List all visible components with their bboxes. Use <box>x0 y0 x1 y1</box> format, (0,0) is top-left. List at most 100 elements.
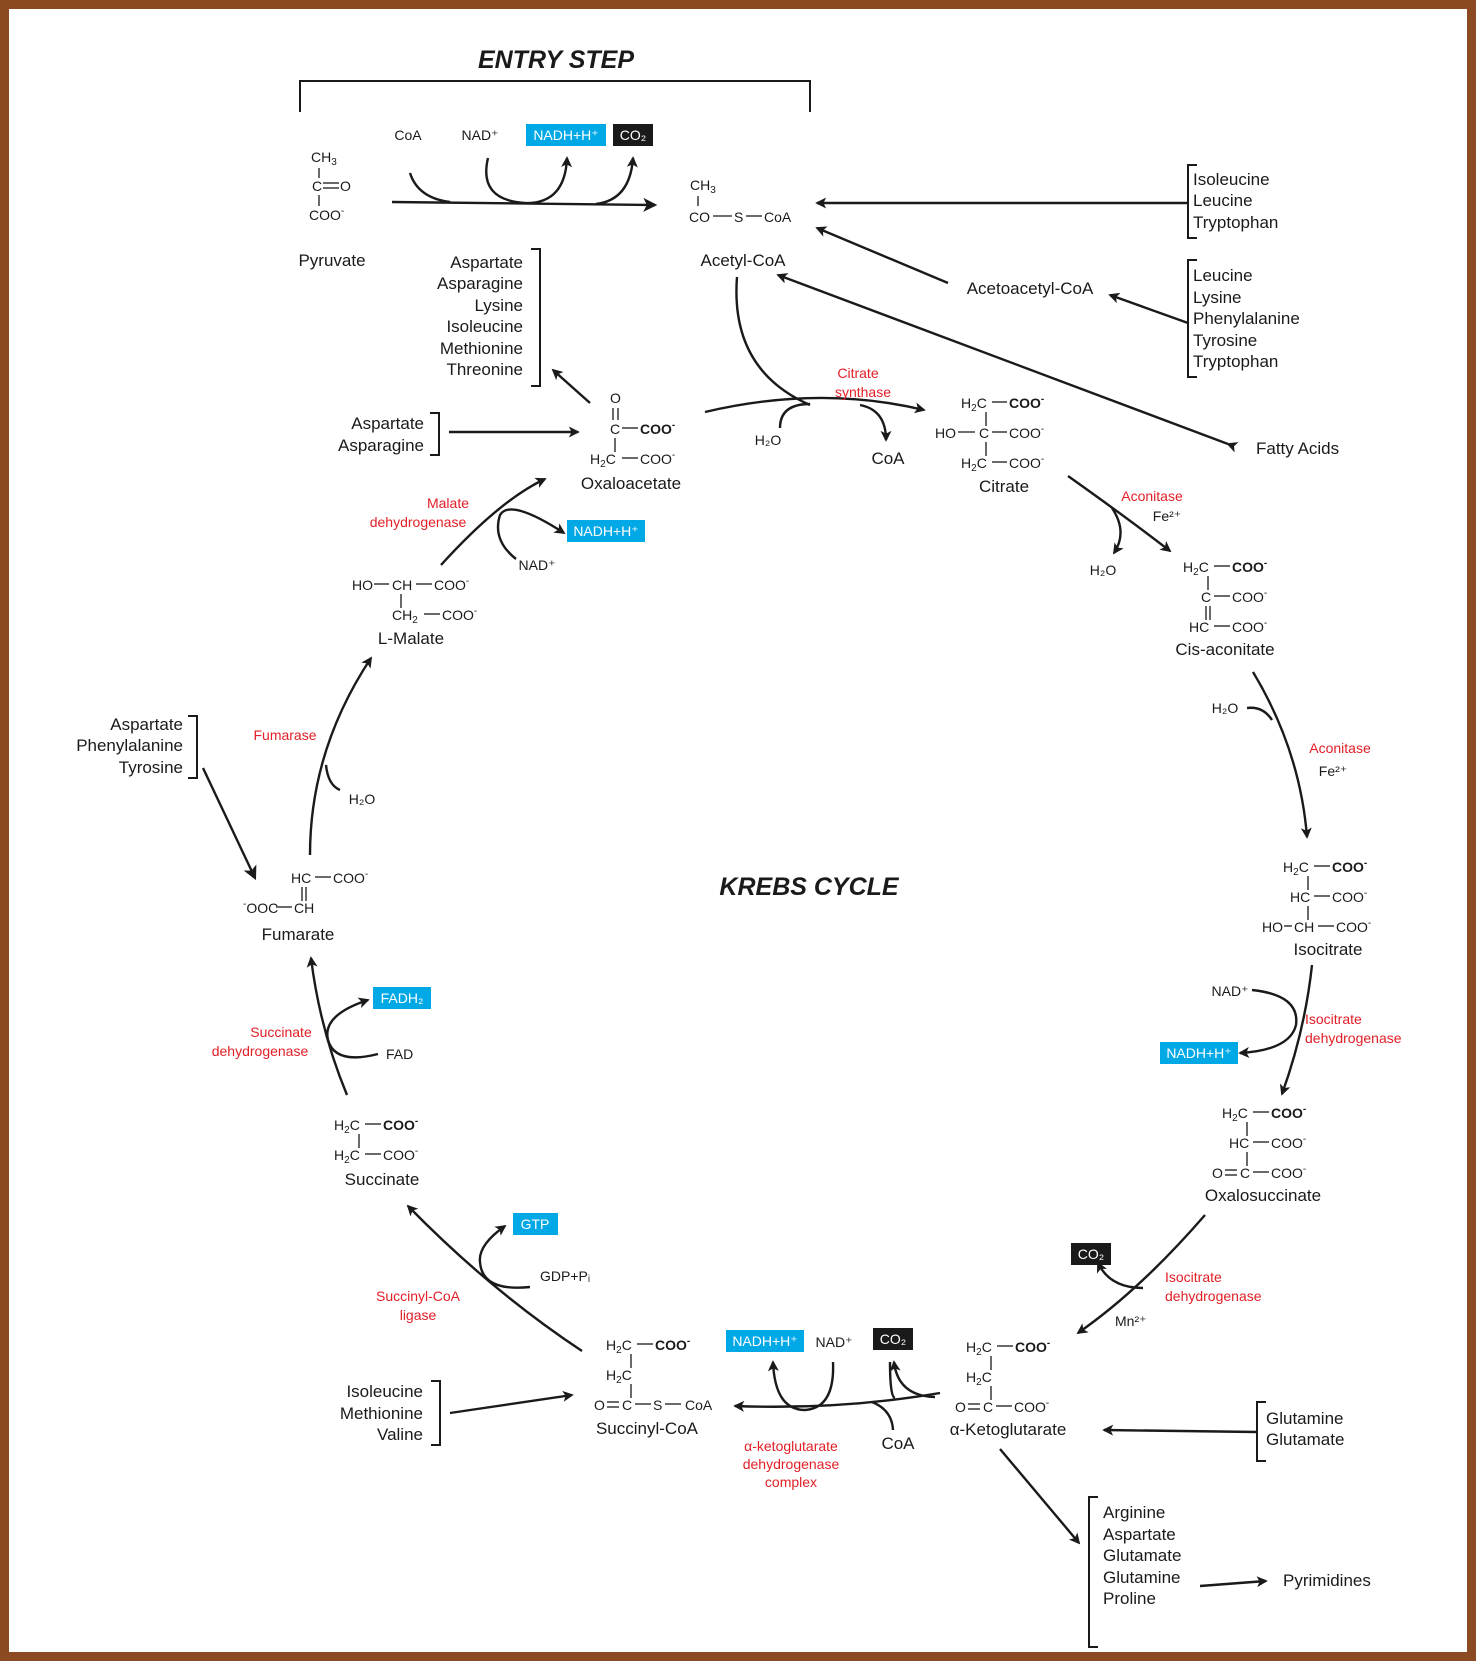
svg-text:COO-: COO- <box>640 420 675 437</box>
svg-text:COO-: COO- <box>383 1146 418 1163</box>
akg-co2-arrow <box>889 1360 936 1399</box>
svg-text:H2C: H2C <box>1283 859 1309 878</box>
aa-group-to-akg-bracket <box>1256 1401 1266 1462</box>
aconitase-1-label: Aconitase <box>1121 488 1183 504</box>
succinyl-coa-label: Succinyl-CoA <box>596 1419 699 1438</box>
svg-text:synthase: synthase <box>835 384 891 400</box>
akg-to-succinyl-coa-arrow <box>733 1391 941 1412</box>
svg-text:H2C: H2C <box>961 395 987 414</box>
pyruvate-structure: CH3 C O COO- <box>309 149 351 223</box>
svg-text:COO-: COO- <box>1009 424 1044 441</box>
svg-text:H2C: H2C <box>966 1339 992 1358</box>
fumarase-label: Fumarase <box>253 727 316 743</box>
akg-coa-label: CoA <box>881 1434 915 1453</box>
svg-text:O: O <box>340 178 351 194</box>
succinate-dh-label: Succinate dehydrogenase <box>212 1024 312 1059</box>
svg-text:Isoleucine: Isoleucine <box>1193 170 1270 189</box>
svg-text:S: S <box>734 209 743 225</box>
svg-text:C: C <box>312 178 322 194</box>
aa-to-fumarate-arrow <box>201 767 257 881</box>
aa-group-from-oaa: Aspartate Asparagine Lysine Isoleucine M… <box>437 253 523 379</box>
oxalosuccinate-structure: H2C COO- HC COO- O C COO- <box>1212 1104 1306 1181</box>
oxaloacetate-structure: O C COO- H2C COO- <box>590 390 675 470</box>
fumarate-to-malate-arrow <box>308 656 373 856</box>
malate-nad-label: NAD⁺ <box>519 557 556 573</box>
svg-text:C: C <box>1240 1165 1250 1181</box>
gdp-gtp-arrow <box>478 1224 531 1289</box>
isocitrate-to-oxalosuccinate-arrow <box>1279 964 1314 1096</box>
svg-text:Methionine: Methionine <box>340 1404 423 1423</box>
entry-co2-label: CO₂ <box>620 127 646 143</box>
svg-text:CO: CO <box>689 209 710 225</box>
svg-text:COO-: COO- <box>434 576 469 593</box>
svg-text:Tryptophan: Tryptophan <box>1193 213 1278 232</box>
svg-text:H2C: H2C <box>334 1117 360 1136</box>
svg-text:Phenylalanine: Phenylalanine <box>76 736 183 755</box>
succinyl-coa-structure: H2C COO- H2C O C S CoA <box>594 1336 713 1413</box>
svg-text:C: C <box>622 1397 632 1413</box>
svg-text:S: S <box>653 1397 662 1413</box>
svg-text:H2C: H2C <box>606 1337 632 1356</box>
svg-text:Citrate: Citrate <box>837 365 878 381</box>
svg-text:HO: HO <box>352 577 373 593</box>
svg-text:Aspartate: Aspartate <box>351 414 424 433</box>
svg-text:COO-: COO- <box>1232 588 1267 605</box>
aa-to-succinyl-arrow <box>449 1390 574 1415</box>
aa-group-to-oaa-bracket <box>430 412 440 456</box>
entry-nadh-box <box>526 124 606 146</box>
entry-step-bracket <box>299 80 811 112</box>
svg-text:Proline: Proline <box>1103 1589 1156 1608</box>
fatty-acids-label: Fatty Acids <box>1256 439 1339 458</box>
aa-group-from-akg-bracket <box>1088 1496 1098 1648</box>
aa-group-to-fumarate-bracket <box>188 715 198 779</box>
succinate-label: Succinate <box>345 1170 420 1189</box>
pyruvate-label: Pyruvate <box>298 251 365 270</box>
oaa-to-aa-arrow <box>551 368 591 404</box>
svg-text:COO-: COO- <box>1015 1338 1050 1355</box>
malate-to-oaa-arrow <box>440 477 547 566</box>
svg-text:H2C: H2C <box>606 1367 632 1386</box>
svg-text:dehydrogenase: dehydrogenase <box>1165 1288 1262 1304</box>
fadh2-box <box>373 987 431 1009</box>
akg-structure: H2C COO- H2C O C COO- <box>955 1338 1050 1415</box>
aconitase-2-label: Aconitase <box>1309 740 1371 756</box>
svg-text:C: C <box>983 1399 993 1415</box>
malate-nadh-label: NADH+H⁺ <box>573 523 638 539</box>
acetyl-coa-to-cycle-arrow <box>735 276 811 407</box>
aa-to-akg-arrow <box>1102 1424 1258 1436</box>
svg-text:CH2: CH2 <box>392 607 418 626</box>
fumarate-structure: HC COO- -OOC CH <box>243 869 368 916</box>
fumarase-h2o-arrow <box>324 764 341 792</box>
svg-text:Tyrosine: Tyrosine <box>1193 331 1257 350</box>
svg-text:Glutamine: Glutamine <box>1103 1568 1180 1587</box>
fad-arrow <box>326 997 379 1059</box>
citrate-synthase-label: Citrate synthase <box>835 365 891 400</box>
cis-aconitate-structure: H2C COO- C COO- HC COO- <box>1183 558 1267 635</box>
svg-text:C: C <box>1201 589 1211 605</box>
oaa-to-citrate-arrow <box>704 396 926 414</box>
aconitase-1-h2o-label: H₂O <box>1090 562 1117 578</box>
akg-nadh-label: NADH+H⁺ <box>732 1333 797 1349</box>
pyrimidines-label: Pyrimidines <box>1283 1571 1371 1590</box>
entry-nad-label: NAD⁺ <box>462 127 499 143</box>
svg-text:-OOC: -OOC <box>243 899 278 916</box>
cis-aconitate-to-isocitrate-arrow <box>1251 671 1312 839</box>
acetyl-coa-structure: CH3 CO S CoA <box>689 177 792 225</box>
isocitrate-nadh-box <box>1160 1042 1238 1064</box>
svg-text:Asparagine: Asparagine <box>338 436 424 455</box>
citrate-to-cis-aconitate-arrow <box>1067 475 1172 553</box>
succinyl-coa-to-succinate-arrow <box>406 1204 583 1353</box>
aa-group-to-fumarate: Aspartate Phenylalanine Tyrosine <box>76 715 183 777</box>
citrate-coa-label: CoA <box>871 449 905 468</box>
akg-label: α-Ketoglutarate <box>950 1420 1067 1439</box>
h2o-in-arrow <box>778 402 811 429</box>
oxalosuccinate-co2-box <box>1071 1243 1111 1265</box>
akg-nad-arrow <box>767 1360 835 1412</box>
svg-text:CH: CH <box>1294 919 1314 935</box>
svg-text:dehydrogenase: dehydrogenase <box>743 1456 840 1472</box>
svg-text:Arginine: Arginine <box>1103 1503 1165 1522</box>
svg-text:COO-: COO- <box>1271 1104 1306 1121</box>
svg-text:CoA: CoA <box>685 1397 713 1413</box>
svg-text:COO-: COO- <box>1271 1134 1306 1151</box>
svg-text:Valine: Valine <box>377 1425 423 1444</box>
